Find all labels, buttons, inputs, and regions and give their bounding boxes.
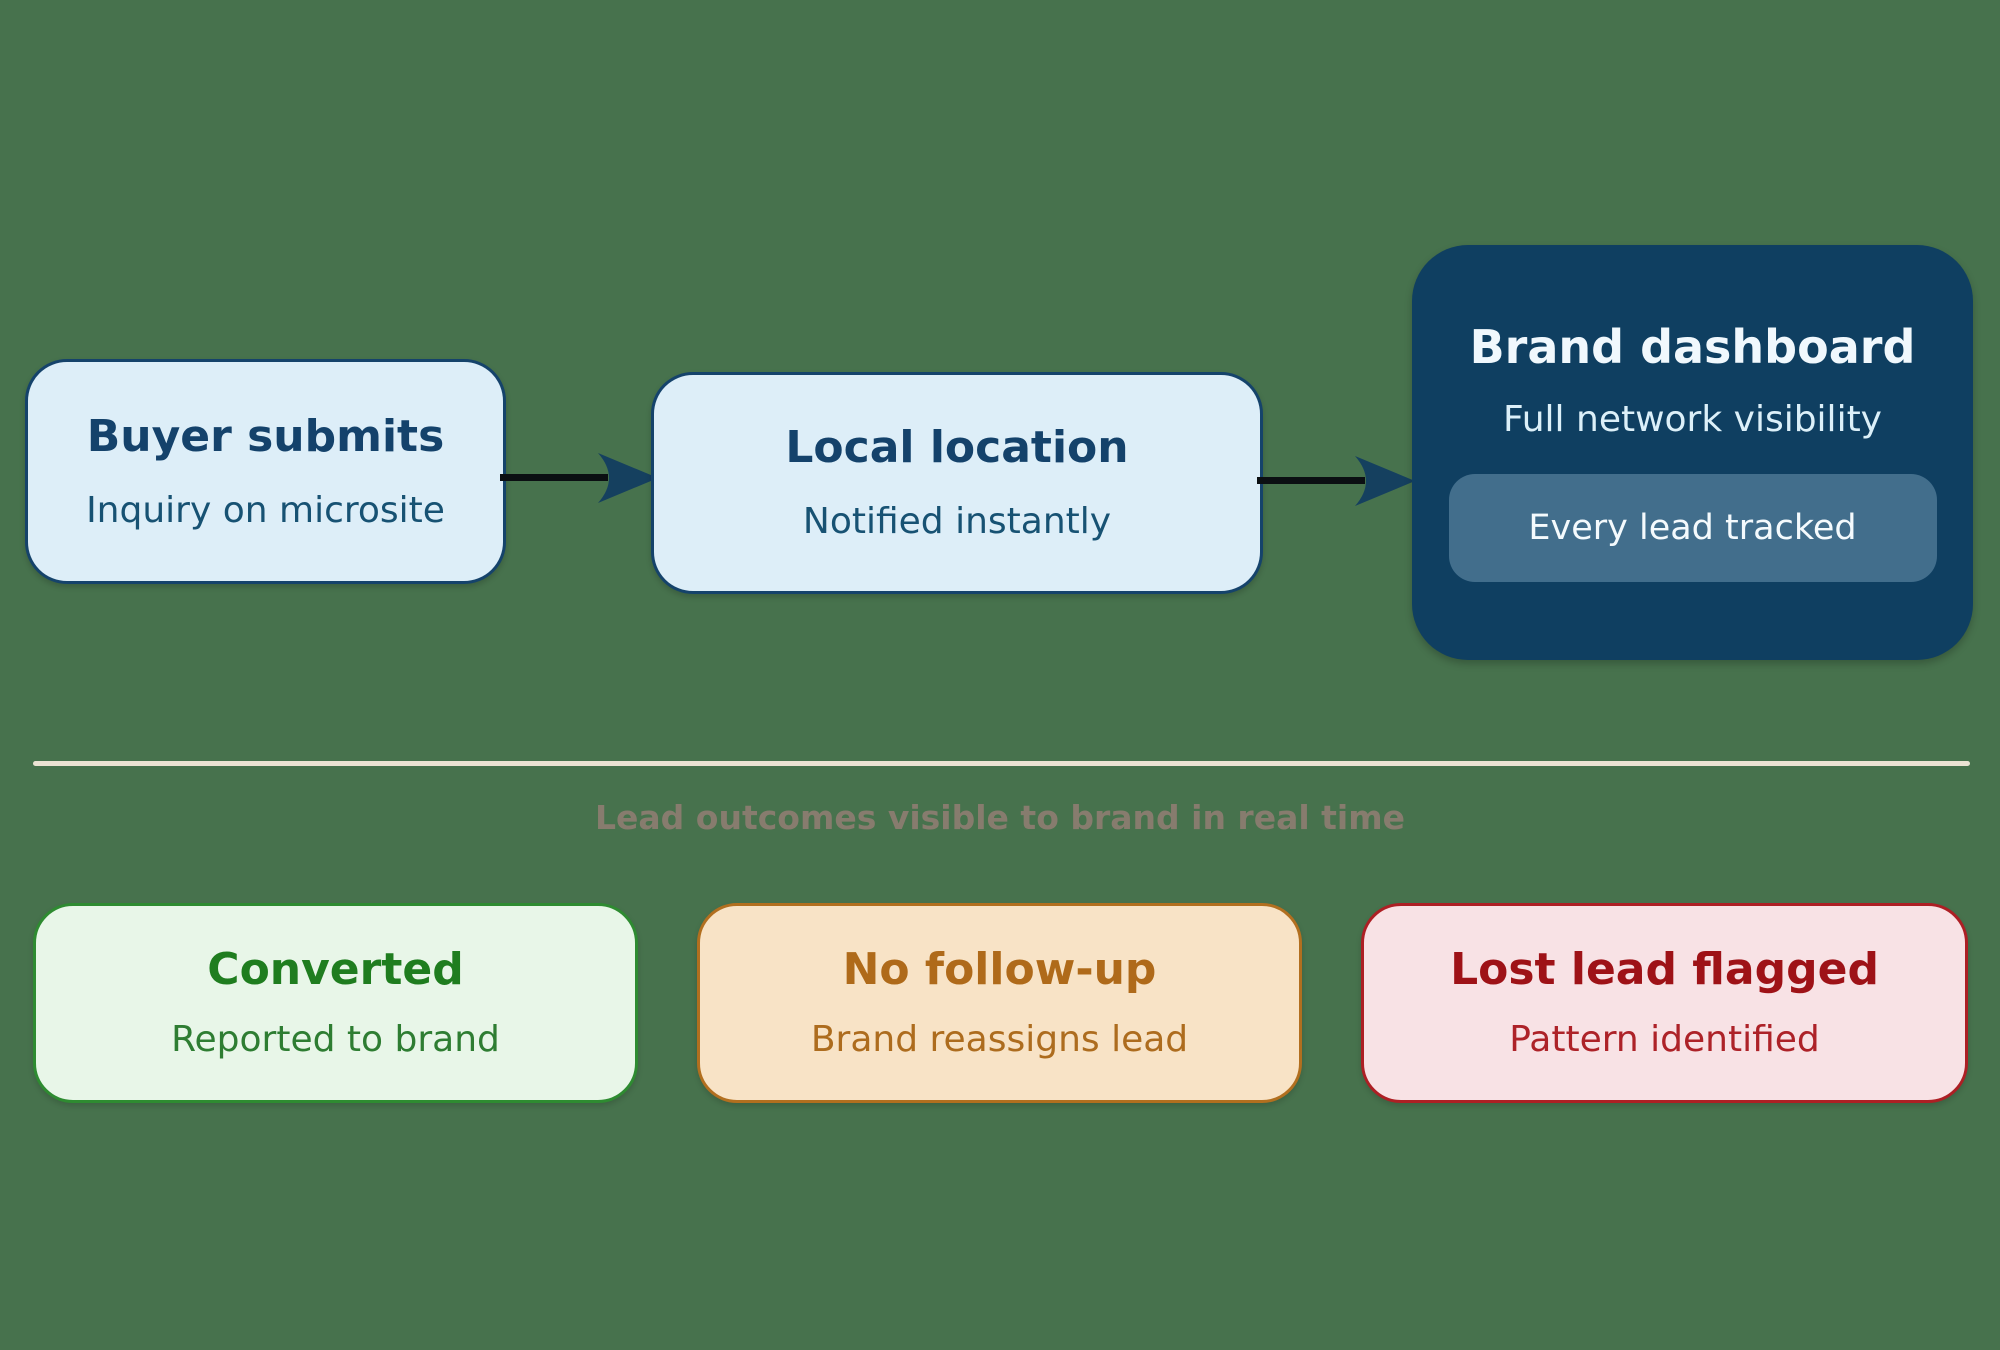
outcome-card-lost-lead-flagged: Lost lead flagged Pattern identified	[1361, 903, 1968, 1103]
outcome-subtitle: Reported to brand	[171, 1019, 500, 1060]
flow-arrow-shaft	[500, 474, 608, 481]
outcome-title: Lost lead flagged	[1450, 944, 1879, 995]
step-subtitle: Inquiry on microsite	[86, 489, 445, 531]
outcome-subtitle: Brand reassigns lead	[810, 1019, 1189, 1060]
section-divider	[33, 761, 1970, 766]
outcome-subtitle: Pattern identified	[1509, 1019, 1820, 1060]
step-title: Local location	[785, 422, 1129, 473]
outcome-title: Converted	[207, 944, 464, 995]
flow-step-buyer-submits: Buyer submits Inquiry on microsite	[25, 359, 506, 584]
lead-tracked-badge: Every lead tracked	[1448, 473, 1937, 582]
dashboard-subtitle: Full network visibility	[1503, 398, 1882, 440]
step-subtitle: Notified instantly	[802, 501, 1112, 542]
outcome-title: No follow-up	[842, 944, 1157, 995]
arrow-right-icon	[1355, 456, 1415, 506]
step-title: Buyer submits	[86, 410, 445, 462]
flow-arrow-shaft	[1257, 477, 1365, 484]
arrow-right-icon	[598, 453, 658, 503]
dashboard-title: Brand dashboard	[1469, 319, 1916, 374]
outcome-card-converted: Converted Reported to brand	[33, 903, 638, 1103]
outcome-card-no-follow-up: No follow-up Brand reassigns lead	[697, 903, 1302, 1103]
flow-step-local-location: Local location Notified instantly	[651, 372, 1263, 594]
section-caption: Lead outcomes visible to brand in real t…	[594, 798, 1405, 837]
flow-step-brand-dashboard: Brand dashboard Full network visibility …	[1412, 245, 1973, 660]
